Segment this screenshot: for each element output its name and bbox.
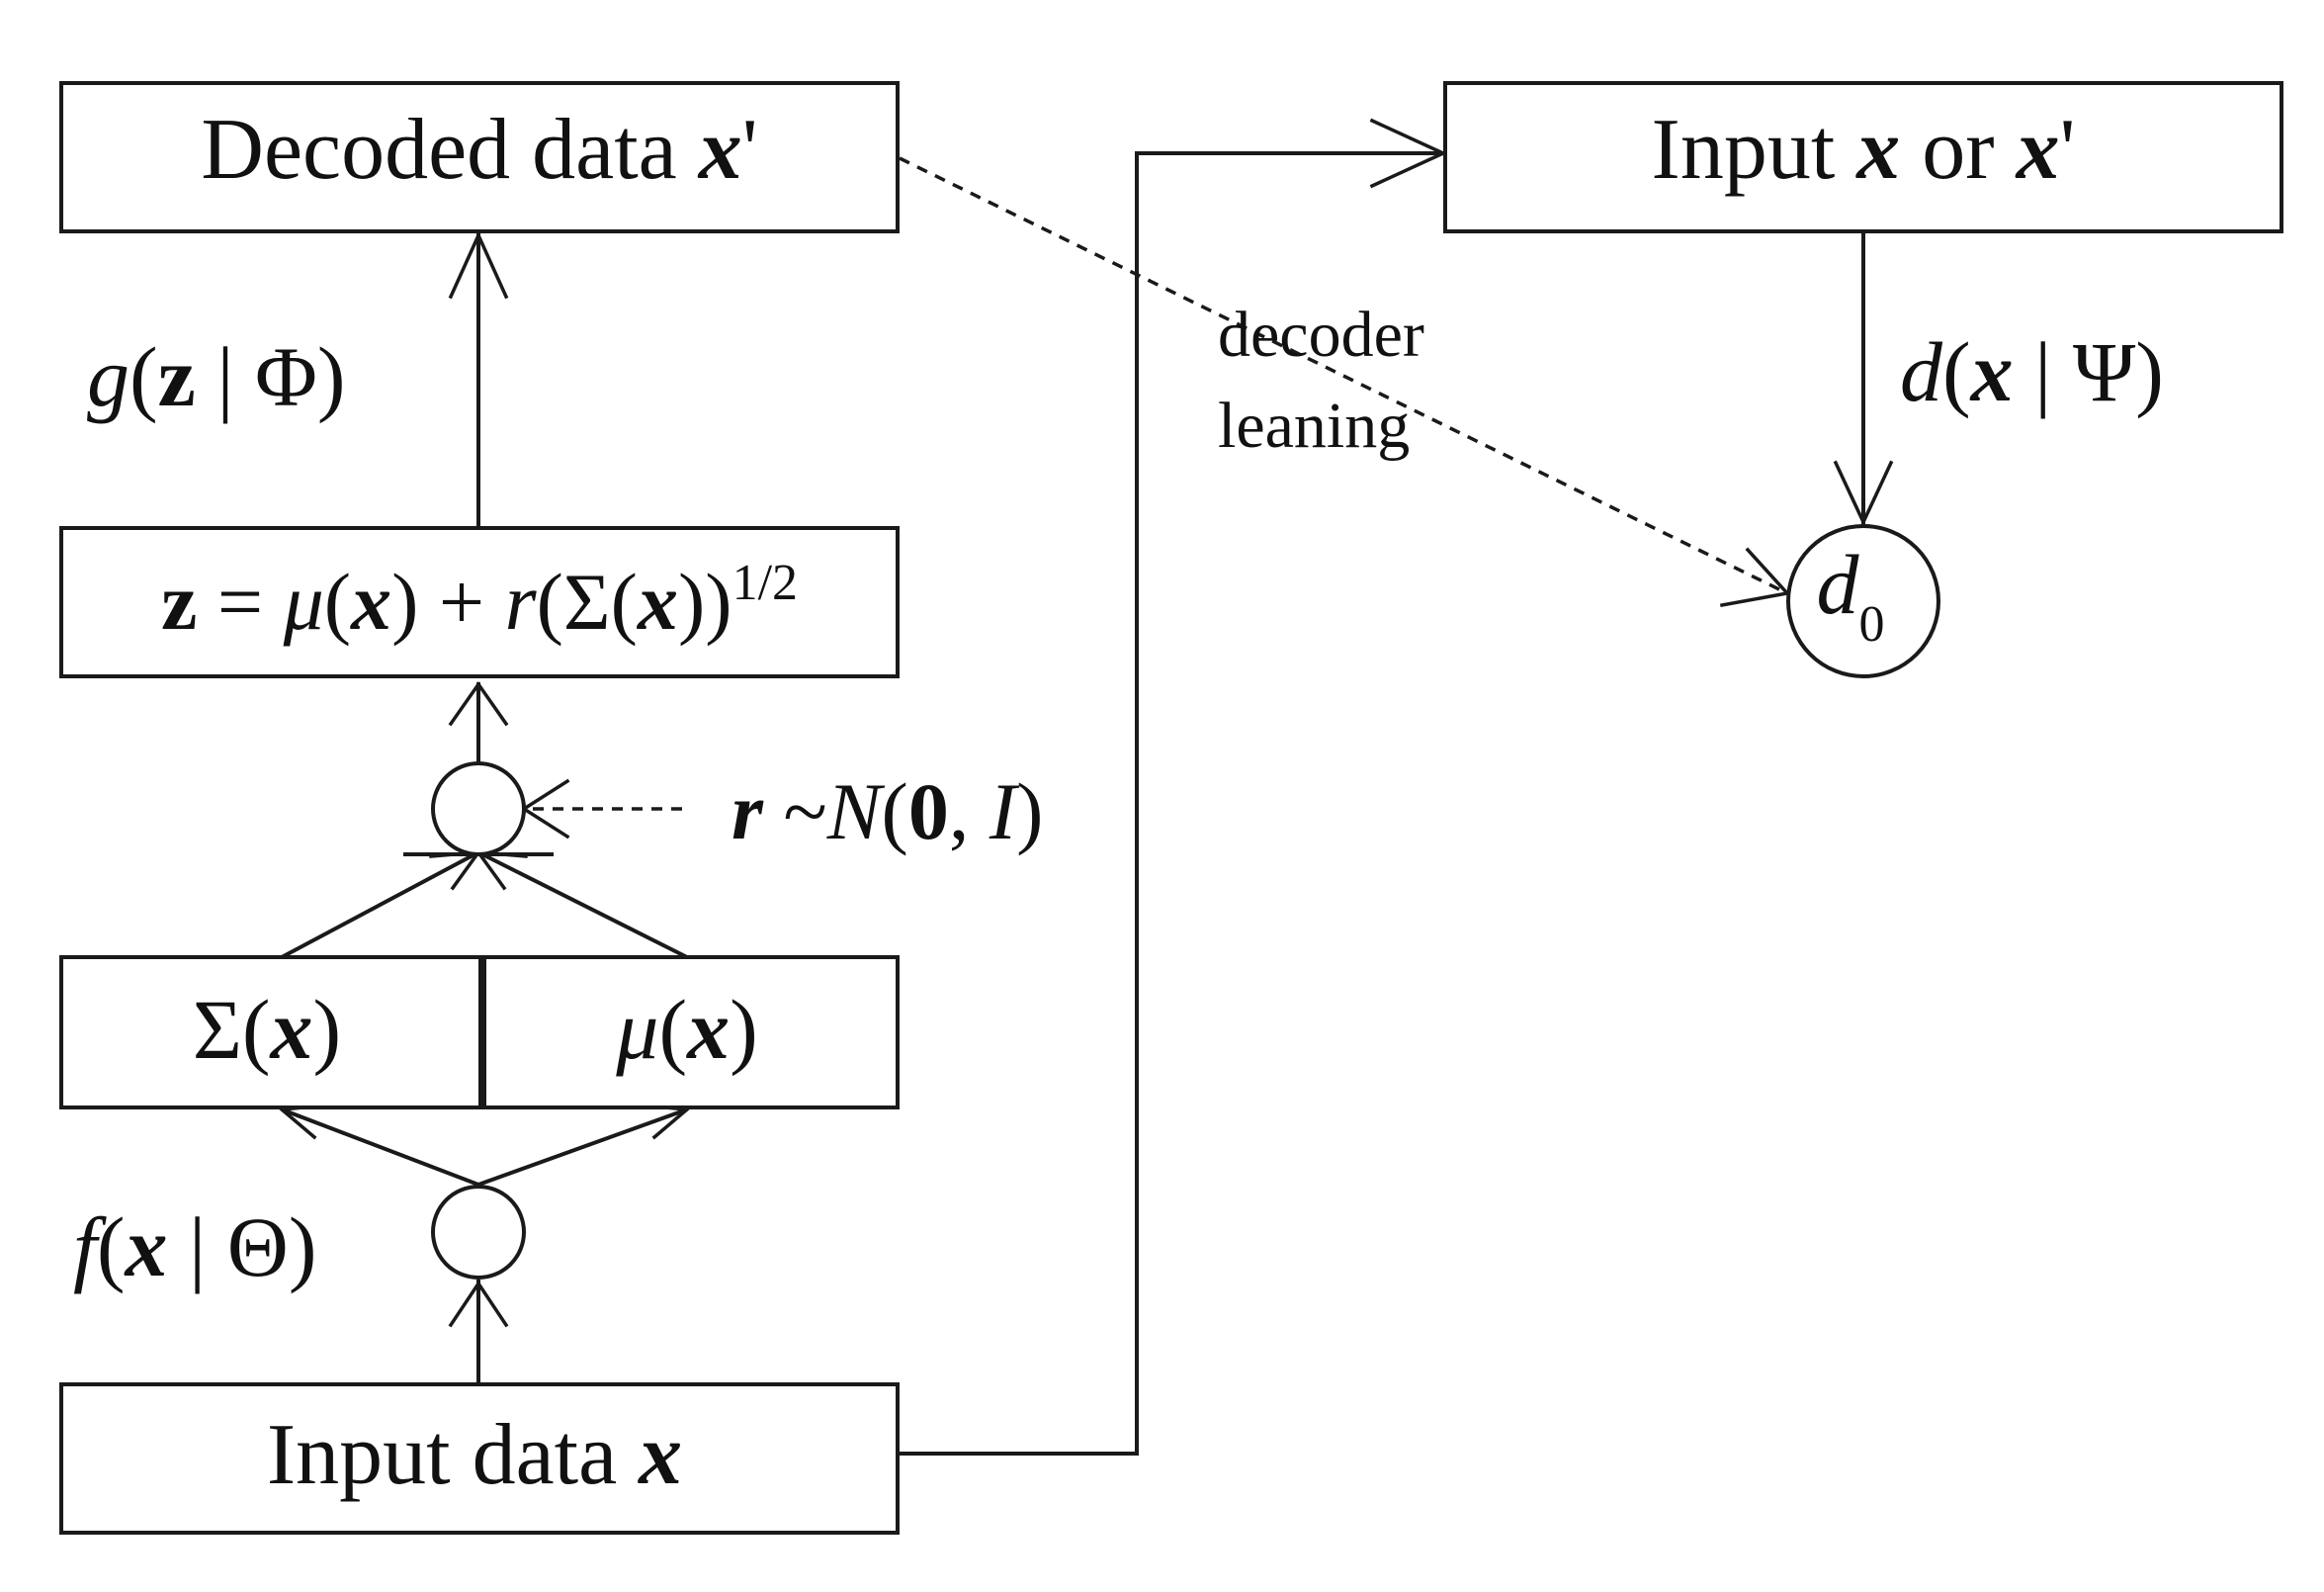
mu-symbol: μ <box>283 557 324 647</box>
arrowhead <box>277 1104 328 1140</box>
svg-text:Decoded data x': Decoded data x' <box>201 102 757 198</box>
x-var: x <box>1854 102 1900 198</box>
arrowhead <box>448 680 509 727</box>
encoder-node <box>431 1185 526 1280</box>
lparen: ( <box>324 557 351 647</box>
x-prime-var: x <box>2015 102 2060 198</box>
sigma-mu-box: Σ(x) μ(x) <box>59 955 900 1109</box>
x-var: x <box>350 557 391 647</box>
d0-subscript: 0 <box>1859 596 1885 653</box>
latent-z-box: z = μ(x) + r(Σ(x))1/2 <box>59 526 900 678</box>
x-var: x <box>637 557 678 647</box>
z-var: z <box>161 557 197 647</box>
decoder-learning-annotation-line2: leaning <box>1218 390 1410 462</box>
sigma-to-sampler-connector <box>281 850 479 959</box>
input-x-var: x <box>637 1407 682 1503</box>
d0-node: d0 <box>1786 524 1940 678</box>
right-input-label: Input <box>1652 102 1857 198</box>
d0-d: d <box>1817 537 1860 632</box>
discriminator-function-label: d(x | Ψ) <box>1900 324 2164 419</box>
encoder-to-mu-connector <box>477 1107 688 1187</box>
decoded-data-label: Decoded data <box>201 102 698 198</box>
svg-text:z = μ(x) + r(Σ(x))1/2: z = μ(x) + r(Σ(x))1/2 <box>161 555 798 647</box>
decoder-learning-annotation-line1: decoder <box>1218 299 1424 371</box>
encoder-function-label: f(x | Θ) <box>73 1199 317 1294</box>
svg-text:d0: d0 <box>1817 537 1885 653</box>
or-word: or <box>1900 102 2016 198</box>
prime: ' <box>2060 102 2076 198</box>
encoder-to-sigma-connector <box>281 1107 479 1187</box>
decoded-prime: ' <box>742 102 758 198</box>
decoded-data-box: Decoded data x' <box>59 81 900 233</box>
mu-to-sampler-connector <box>477 850 688 959</box>
r-var: r <box>505 557 538 647</box>
decoder-function-label: g(z | Φ) <box>87 329 346 424</box>
input-data-label: Input data <box>267 1407 639 1503</box>
sigma-open: (Σ( <box>537 557 638 647</box>
sigma-label: Σ(x) <box>193 982 341 1077</box>
decoded-x-var: x <box>697 102 742 198</box>
arrowhead <box>1833 460 1894 527</box>
input-data-box: Input data x <box>59 1382 900 1535</box>
z-equals: = <box>197 557 283 647</box>
mu-label: μ(x) <box>615 982 757 1077</box>
arrowhead <box>448 230 509 300</box>
svg-text:Input data x: Input data x <box>267 1407 682 1503</box>
right-input-box: Input x or x' <box>1443 81 2283 233</box>
input-to-right-input-connector <box>898 151 1445 1456</box>
exponent: 1/2 <box>732 555 798 611</box>
decoder-learning-connector <box>899 156 1788 595</box>
sigma-close: )) <box>678 557 732 647</box>
plus: ) + <box>391 557 505 647</box>
noise-distribution-label: r ~N(0, I) <box>732 766 1043 856</box>
sampler-node <box>431 761 526 856</box>
arrowhead <box>448 1280 509 1328</box>
svg-text:Input x or x': Input x or x' <box>1652 102 2076 198</box>
